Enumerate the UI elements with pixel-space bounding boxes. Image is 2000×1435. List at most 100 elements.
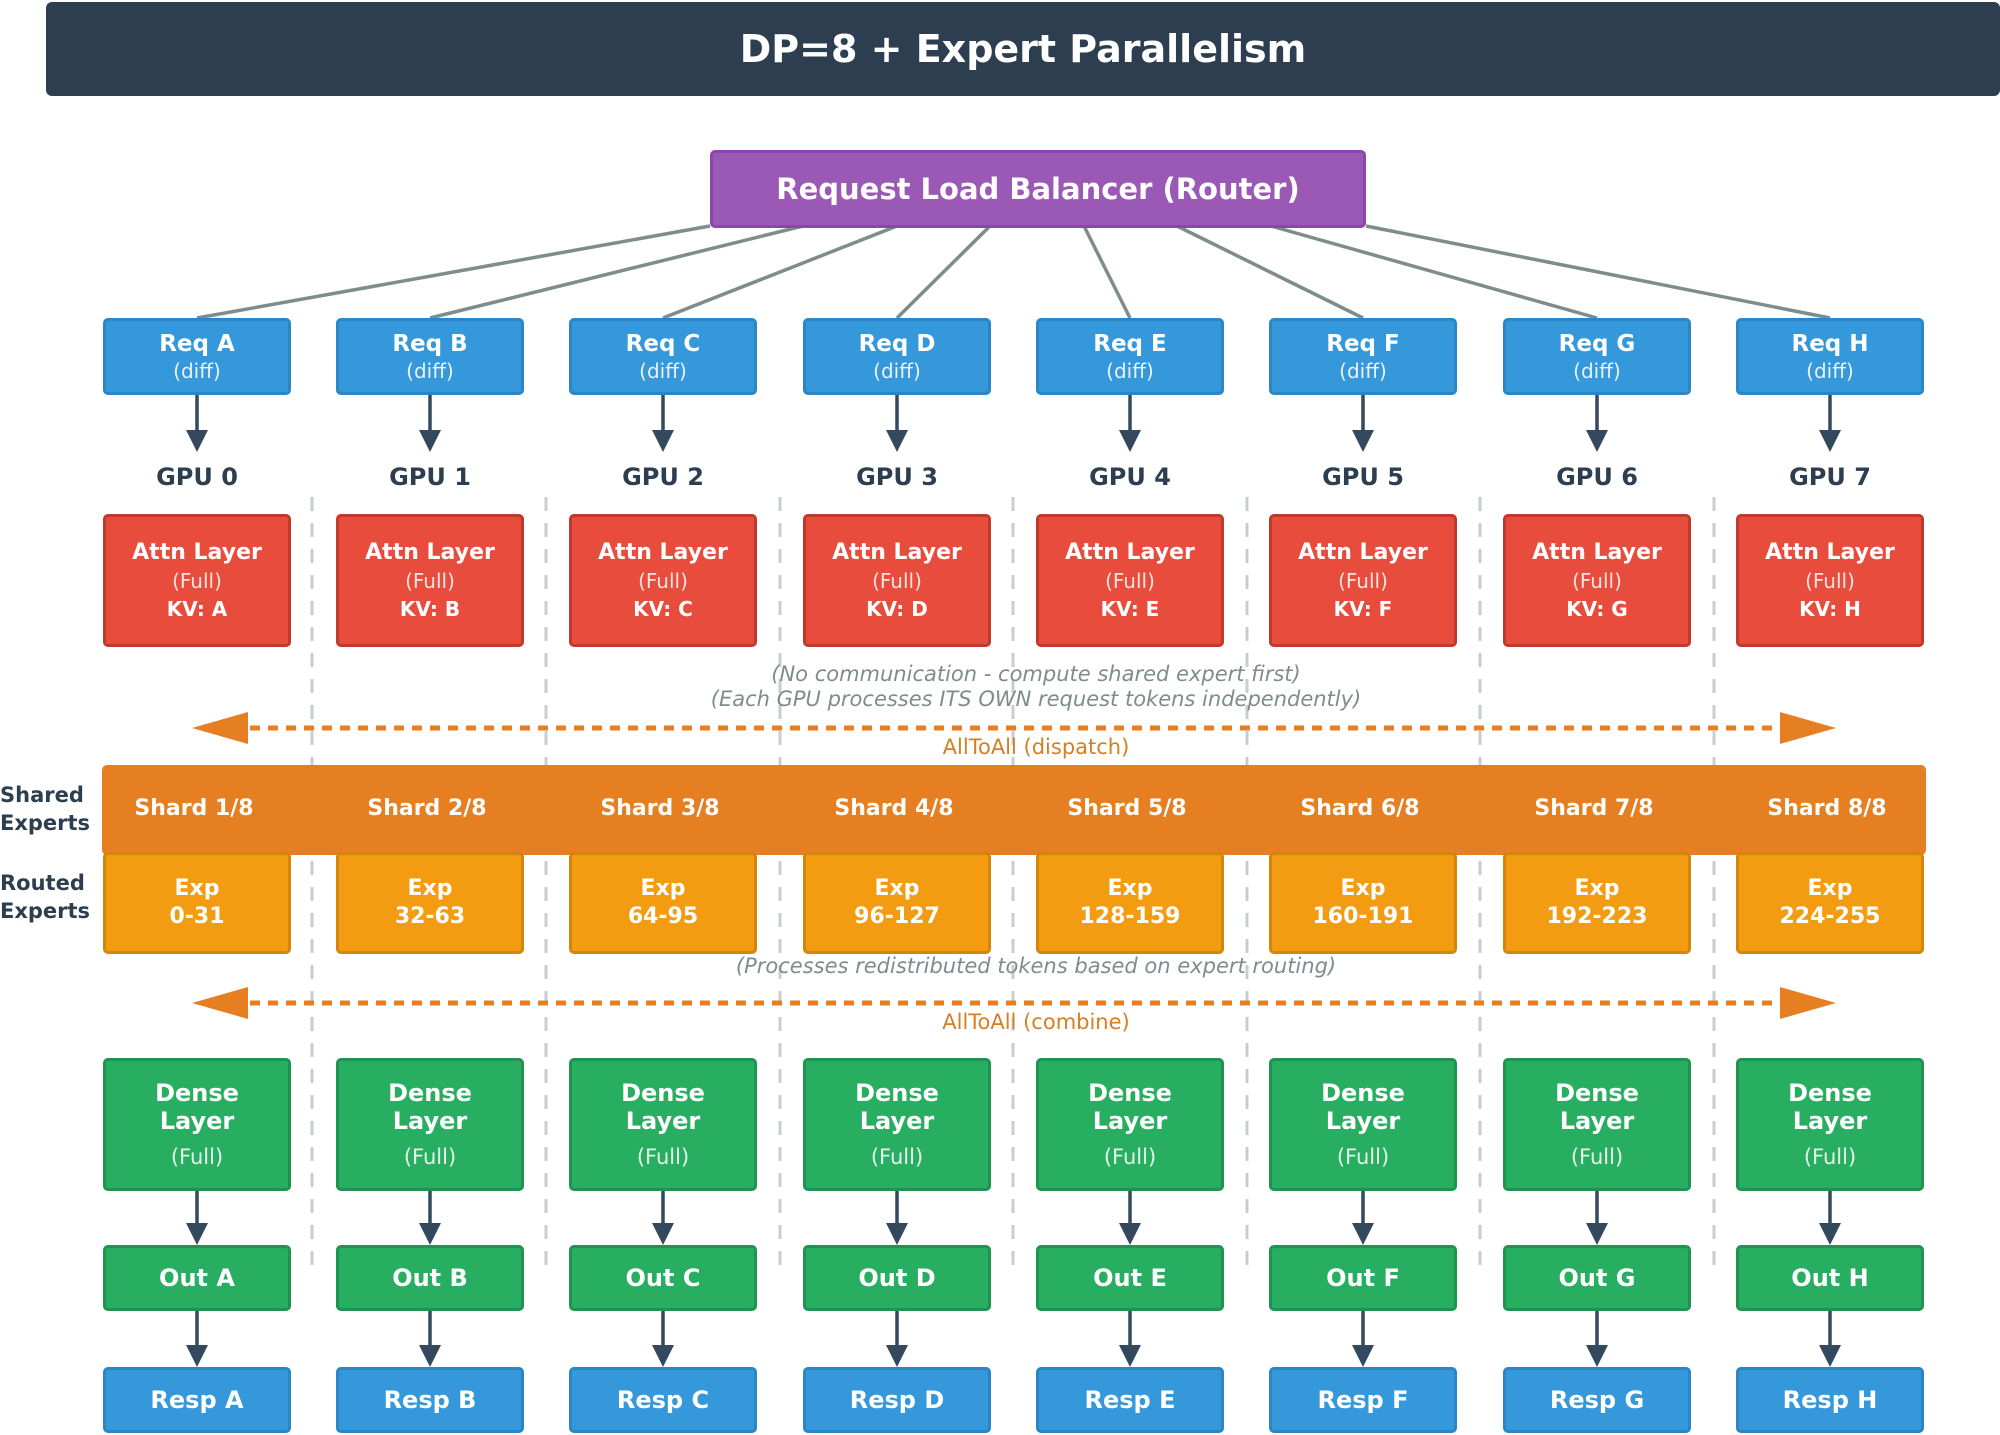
router-link [1082,225,1132,319]
output-box: Out H [1736,1245,1924,1311]
response-box: Resp B [336,1367,524,1433]
output-label: Out C [625,1264,701,1292]
routed-experts-label-line2: Experts [0,899,91,923]
router-link [196,224,711,320]
expert-label: Exp [1807,876,1853,901]
response-label: Resp E [1084,1386,1176,1414]
attention-sublabel: (Full) [1572,568,1622,593]
expert-label: Exp [640,876,686,901]
flow-arrow-head [652,430,674,452]
output-label: Out G [1558,1264,1636,1292]
dense-sublabel: (Full) [1570,1144,1624,1169]
request-box: Req H(diff) [1736,318,1924,395]
attention-label: Attn Layer [1298,539,1428,565]
gpu-label: GPU 3 [856,463,938,491]
dense-label-line2: Layer [392,1106,468,1135]
dense-label-line1: Dense [1788,1078,1872,1107]
gpu-label: GPU 6 [1556,463,1638,491]
request-label: Req A [159,330,235,357]
expert-range: 96-127 [854,904,940,929]
comm-note-1: (No communication - compute shared exper… [771,662,1301,686]
combine-arrow-head-left [192,987,248,1019]
gpu-label: GPU 5 [1322,463,1404,491]
request-sublabel: (diff) [173,358,221,383]
flow-arrow-head [1586,1223,1608,1245]
request-label: Req D [858,330,936,357]
output-box: Out G [1503,1245,1691,1311]
request-box: Req C(diff) [569,318,757,395]
dense-sublabel: (Full) [1103,1144,1157,1169]
combine-label: AllToAll (combine) [942,1010,1130,1034]
output-box: Out B [336,1245,524,1311]
dense-label-line1: Dense [1088,1078,1172,1107]
attention-label: Attn Layer [832,539,962,565]
attention-label: Attn Layer [598,539,728,565]
flow-arrow-head [1819,1223,1841,1245]
attention-sublabel: (Full) [872,568,922,593]
request-sublabel: (diff) [873,358,921,383]
response-box: Resp A [103,1367,291,1433]
shard-label: Shard 6/8 [1300,796,1420,821]
dense-label-line2: Layer [625,1106,701,1135]
flow-arrow-head [652,1345,674,1367]
attention-sublabel: (Full) [1338,568,1388,593]
dense-label-line2: Layer [859,1106,935,1135]
page-title: DP=8 + Expert Parallelism [46,2,2000,96]
output-box: Out C [569,1245,757,1311]
dense-label-line2: Layer [1559,1106,1635,1135]
flow-arrow-head [1352,1345,1374,1367]
attention-label: Attn Layer [365,539,495,565]
response-box: Resp E [1036,1367,1224,1433]
router-link [662,224,898,320]
dense-label-line1: Dense [155,1078,239,1107]
response-box: Resp F [1269,1367,1457,1433]
attention-layer-box: Attn Layer(Full)KV: E [1036,514,1224,647]
expert-label: Exp [407,876,453,901]
request-box: Req G(diff) [1503,318,1691,395]
request-label: Req E [1093,330,1167,357]
request-box: Req F(diff) [1269,318,1457,395]
gpu-label: GPU 1 [389,463,471,491]
expert-range: 192-223 [1546,904,1648,929]
router-link [429,224,804,320]
attention-sublabel: (Full) [638,568,688,593]
flow-arrow-head [1352,1223,1374,1245]
dense-label-line2: Layer [159,1106,235,1135]
shard-label: Shard 1/8 [134,796,254,821]
request-label: Req F [1326,330,1400,357]
request-sublabel: (diff) [406,358,454,383]
shard-label: Shard 8/8 [1767,796,1887,821]
attention-layer-box: Attn Layer(Full)KV: G [1503,514,1691,647]
dense-label-line1: Dense [855,1078,939,1107]
shared-experts-bar [102,765,1926,855]
attention-sublabel: (Full) [1105,568,1155,593]
request-sublabel: (diff) [639,358,687,383]
attention-layer-box: Attn Layer(Full)KV: A [103,514,291,647]
dense-sublabel: (Full) [403,1144,457,1169]
dense-label-line1: Dense [1555,1078,1639,1107]
router-link [1270,224,1598,320]
kv-cache-label: KV: A [166,596,228,621]
response-label: Resp D [849,1386,945,1414]
shared-experts-label-line2: Experts [0,811,91,835]
expert-label: Exp [174,876,220,901]
kv-cache-label: KV: C [633,596,693,621]
flow-arrow-head [886,1223,908,1245]
expert-label: Exp [1340,876,1386,901]
request-label: Req B [392,330,468,357]
dispatch-arrow-head-right [1780,712,1836,744]
response-box: Resp G [1503,1367,1691,1433]
dense-label-line2: Layer [1092,1106,1168,1135]
attention-label: Attn Layer [1065,539,1195,565]
request-sublabel: (diff) [1806,358,1854,383]
output-label: Out B [392,1264,468,1292]
